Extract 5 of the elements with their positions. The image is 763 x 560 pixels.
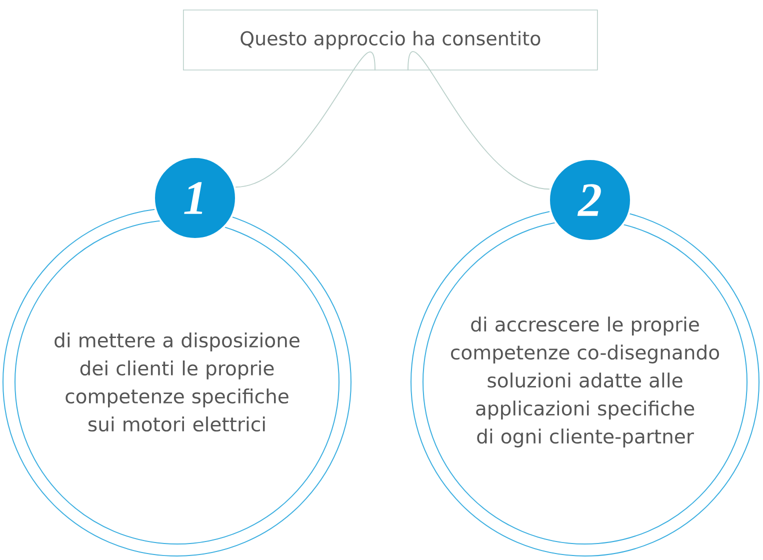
- connector-curve: [408, 51, 550, 190]
- connector-curve: [235, 52, 376, 188]
- number-badge: 1: [153, 156, 237, 240]
- number-badge: 2: [548, 158, 632, 242]
- header-box: Questo approccio ha consentito: [183, 10, 598, 70]
